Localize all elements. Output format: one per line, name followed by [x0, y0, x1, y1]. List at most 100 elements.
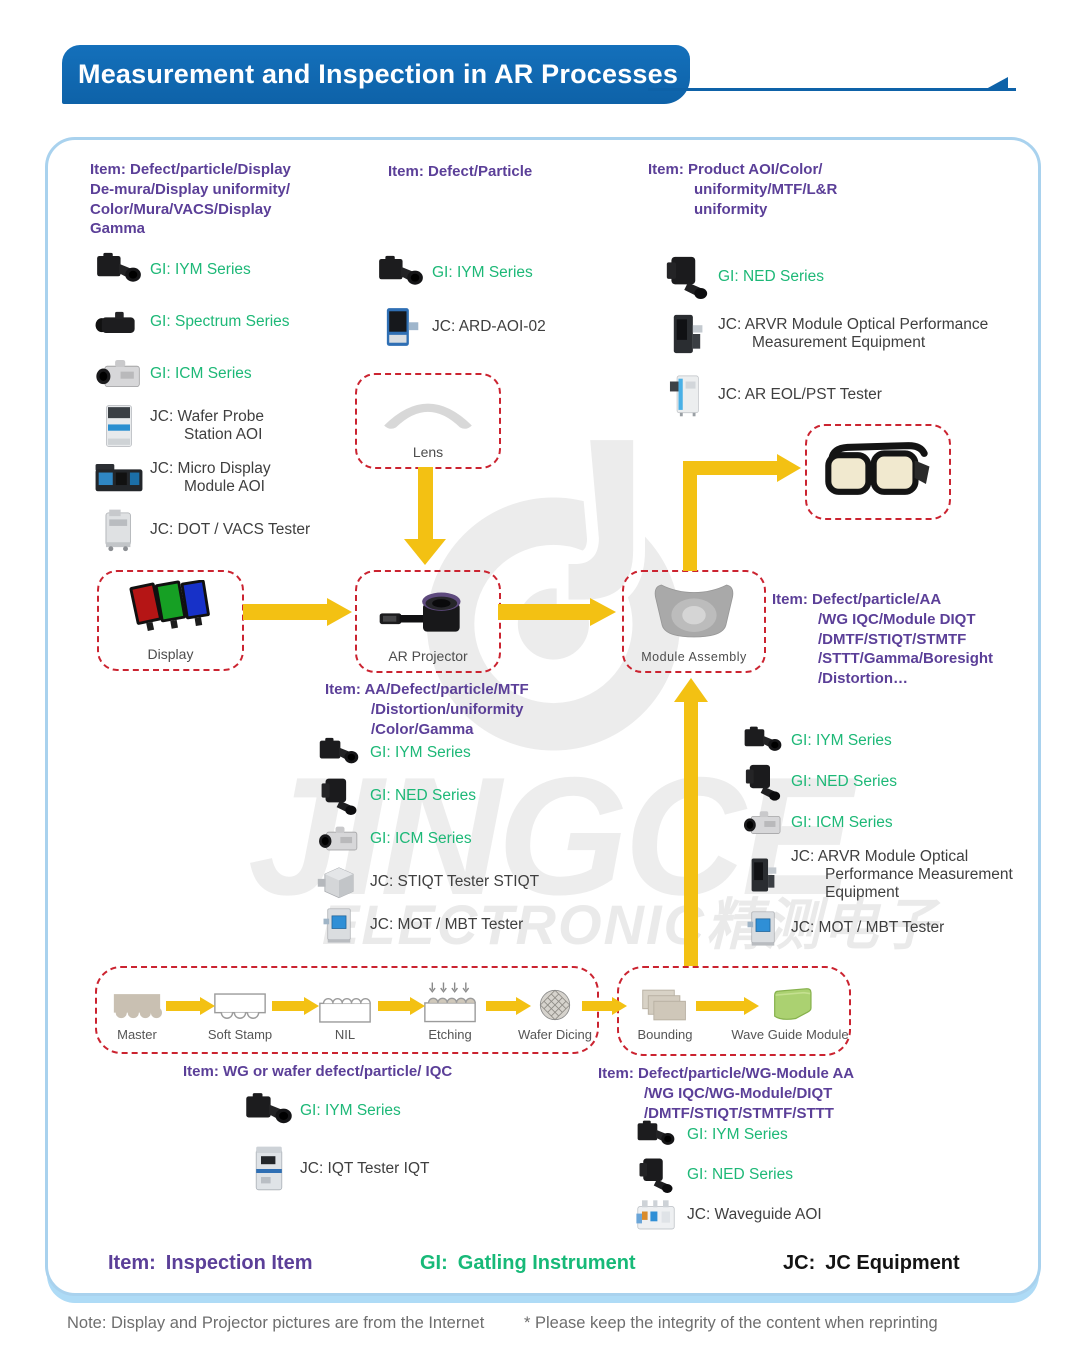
camera-front-icon	[88, 248, 150, 292]
equipment-label: JC: AR EOL/PST Tester	[718, 386, 882, 404]
inspection-items-display: Item: Defect/particle/Display De-mura/Di…	[90, 161, 291, 238]
arrow-waveguide-to-module-shaft	[684, 702, 698, 966]
equipment-row: GI: NED Series	[735, 761, 1025, 802]
process-step-nil: NIL	[300, 982, 390, 1042]
equipment-row: GI: Spectrum Series	[88, 296, 378, 348]
legend-item-value: Inspection Item	[165, 1252, 313, 1274]
process-step-etching: Etching	[405, 974, 495, 1042]
equipment-label: JC: MOT / MBT Tester	[791, 918, 945, 936]
process-step-label: Soft Stamp	[207, 1027, 273, 1042]
equipment-label: GI: NED Series	[791, 772, 897, 790]
arrow-display-to-projector-head	[327, 598, 352, 626]
page-title: Measurement and Inspection in AR Process…	[78, 59, 679, 89]
arrow-projector-to-module-shaft	[498, 604, 592, 620]
waveguide-module-icon	[765, 982, 815, 1024]
arrow-etching-to-dicing-head	[516, 997, 531, 1015]
equipment-row: GI: IYM Series	[308, 731, 588, 774]
watermark-subword: ELECTRONIC精测电子	[322, 893, 938, 956]
machine-ard-icon	[370, 305, 432, 349]
equipment-row: JC: ARD-AOI-02	[370, 300, 630, 354]
camera-light-icon	[735, 804, 791, 842]
process-step-wafer-dicing: Wafer Dicing	[505, 982, 605, 1042]
inspection-items-projector: Item: AA/Defect/particle/MTF /Distortion…	[325, 681, 529, 738]
camera-light-icon	[88, 352, 150, 396]
title-banner: Measurement and Inspection in AR Process…	[62, 45, 690, 104]
lens-node: Lens	[355, 373, 501, 469]
camera-front-icon	[370, 251, 432, 295]
equipment-label: JC: Micro Display Module AOI	[150, 460, 271, 495]
process-step-waveguide-module: Wave Guide Module	[728, 982, 852, 1042]
camera-front-icon	[308, 734, 370, 772]
lens-image	[376, 389, 480, 436]
camera-ned-icon	[735, 763, 791, 801]
machine-blue-window-icon	[308, 906, 370, 944]
process-step-master: Master	[92, 982, 182, 1042]
arrow-master-to-softstamp-head	[200, 997, 215, 1015]
machine-cart-icon	[88, 508, 150, 552]
process-step-bounding: Bounding	[620, 982, 710, 1042]
inspection-items-product: Item: Product AOI/Color/ uniformity/MTF/…	[648, 161, 838, 218]
equipment-row: GI: NED Series	[656, 250, 996, 304]
equipment-row: GI: IYM Series	[625, 1115, 915, 1155]
equipment-label: JC: Wafer Probe Station AOI	[150, 408, 264, 443]
legend-jc-value: JC Equipment	[825, 1252, 960, 1274]
nil-icon	[318, 982, 372, 1024]
machine-iqt-icon	[238, 1145, 300, 1193]
machine-probe-icon	[88, 404, 150, 448]
equipment-label: JC: DOT / VACS Tester	[150, 521, 311, 539]
machine-blue-window-icon	[735, 909, 791, 947]
note-left: Note: Display and Projector pictures are…	[67, 1314, 485, 1332]
machine-dark-tower-icon	[656, 312, 718, 356]
equipment-label: GI: NED Series	[370, 786, 476, 804]
title-underline-peak	[986, 77, 1008, 89]
machine-waveguide-icon	[625, 1197, 687, 1233]
equipment-row: GI: ICM Series	[308, 817, 588, 860]
arrow-nil-to-etching-head	[410, 997, 425, 1015]
arrow-bounding-to-wgm-head	[744, 997, 759, 1015]
display-label: Display	[147, 646, 194, 662]
arrow-etching-to-dicing-shaft	[486, 1001, 518, 1011]
equipment-label: JC: ARD-AOI-02	[432, 318, 546, 336]
equipment-row: JC: MOT / MBT Tester	[735, 907, 1025, 948]
rgb-display-image	[110, 579, 232, 645]
machine-cube-icon	[308, 863, 370, 901]
arrow-softstamp-to-nil-shaft	[272, 1001, 306, 1011]
camera-ned-icon	[656, 255, 718, 299]
arrow-waveguide-to-module-head	[674, 678, 708, 702]
equipment-row: JC: STIQT Tester STIQT	[308, 860, 588, 903]
equipment-row: GI: ICM Series	[88, 348, 378, 400]
process-step-label: Bounding	[637, 1027, 693, 1042]
arrow-softstamp-to-nil-head	[304, 997, 319, 1015]
legend-gi-label: GI:	[420, 1252, 448, 1274]
ar-projector-label: AR Projector	[388, 648, 468, 664]
camera-front-icon	[735, 722, 791, 760]
wafer-dicing-icon	[536, 982, 574, 1024]
equipment-row: JC: Micro Display Module AOI	[88, 452, 378, 504]
equipment-row: GI: NED Series	[625, 1155, 915, 1195]
arrow-projector-to-module-head	[590, 598, 616, 626]
arrow-nil-to-etching-shaft	[378, 1001, 412, 1011]
machine-dark-tower-icon	[735, 856, 791, 894]
equipment-row: JC: Waveguide AOI	[625, 1195, 915, 1235]
equipment-label: JC: ARVR Module Optical Performance Meas…	[791, 848, 1013, 901]
legend-jc-label: JC:	[783, 1252, 816, 1274]
module-assembly-label: Module Assembly	[641, 650, 747, 664]
camera-light-icon	[308, 820, 370, 858]
inspection-items-lens: Item: Defect/Particle	[388, 163, 533, 180]
equipment-row: JC: MOT / MBT Tester	[308, 903, 588, 946]
arrow-dicing-to-bounding-head	[612, 997, 627, 1015]
equipment-label: JC: MOT / MBT Tester	[370, 915, 524, 933]
process-step-label: Wafer Dicing	[518, 1027, 592, 1042]
process-step-label: NIL	[334, 1027, 356, 1042]
equipment-label: GI: NED Series	[687, 1166, 793, 1184]
legend-gi-value: Gatling Instrument	[457, 1252, 636, 1274]
equipment-row: GI: ICM Series	[735, 802, 1025, 843]
arrow-lens-to-projector-head	[404, 539, 446, 565]
